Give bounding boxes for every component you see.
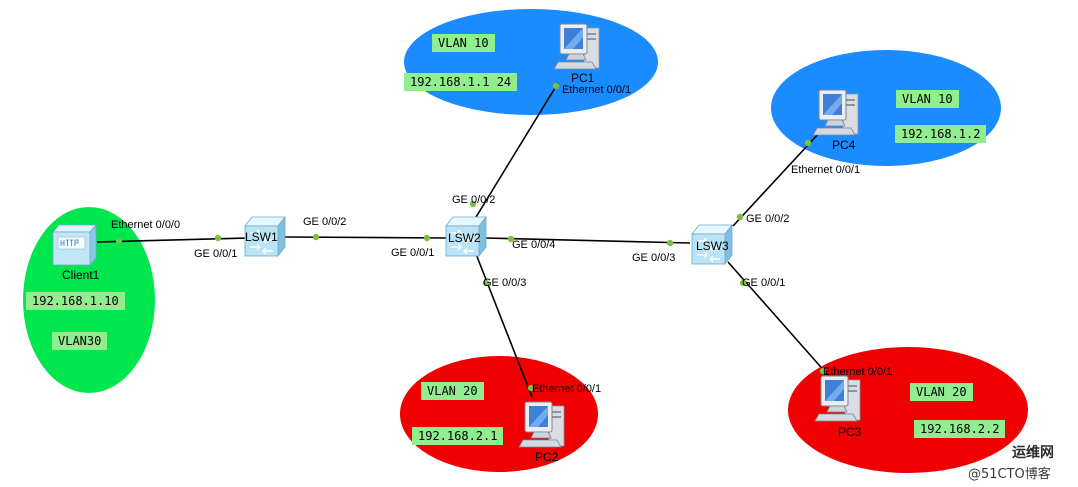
port-label-lsw1-ge2: GE 0/0/2 xyxy=(303,216,347,228)
pc4-ip-tag: 192.168.1.2 xyxy=(895,125,987,143)
port-dot-lsw2-pc2-b xyxy=(527,384,535,392)
port-dot-lsw1-lsw2-a xyxy=(312,233,320,241)
link-lsw2-pc2[interactable] xyxy=(475,253,533,398)
client1-http-client-icon[interactable] xyxy=(52,223,97,267)
pc1-label: PC1 xyxy=(571,71,595,85)
port-dot-lsw1-lsw2-b xyxy=(423,234,431,242)
pc3-label: PC3 xyxy=(838,425,862,439)
lsw3-switch-icon[interactable] xyxy=(691,223,733,266)
pc3-vlan-tag: VLAN 20 xyxy=(910,383,973,401)
pc2-pc-icon[interactable] xyxy=(518,401,565,448)
lsw1-label: LSW1 xyxy=(245,230,278,244)
pc3-ip-tag: 192.168.2.2 xyxy=(914,420,1006,438)
port-label-pc3-eth1: Ethernet 0/0/1 xyxy=(823,366,893,378)
port-label-lsw2-ge1: GE 0/0/1 xyxy=(391,247,435,259)
client1-label: Client1 xyxy=(62,268,100,282)
port-dot-lsw2-pc2-a xyxy=(482,279,490,287)
port-dot-lsw2-pc1-b xyxy=(552,82,560,90)
pc3-pc-icon[interactable] xyxy=(814,375,861,422)
pc1-zone xyxy=(404,9,658,115)
lsw3-label: LSW3 xyxy=(696,239,729,253)
port-label-lsw2-ge4: GE 0/0/4 xyxy=(512,239,556,251)
port-dot-lsw3-pc4-b xyxy=(804,139,812,147)
port-label-lsw3-ge2: GE 0/0/2 xyxy=(746,213,790,225)
port-label-client1-eth0: Ethernet 0/0/0 xyxy=(111,219,181,231)
port-dot-client1-lsw1-b xyxy=(214,234,222,242)
client1-ip-tag: 192.168.1.10 xyxy=(26,292,125,310)
watermark-blog: @51CTO博客 xyxy=(968,467,1051,482)
port-dot-lsw2-lsw3-b xyxy=(666,239,674,247)
watermark-site: 运维网 xyxy=(1012,445,1054,461)
client1-vlan-tag: VLAN30 xyxy=(52,332,108,350)
port-label-lsw3-ge1: GE 0/0/1 xyxy=(742,277,786,289)
port-dot-lsw3-pc3-a xyxy=(739,279,747,287)
lsw1-switch-icon[interactable] xyxy=(244,215,286,258)
pc1-vlan-tag: VLAN 10 xyxy=(432,34,495,52)
pc2-zone xyxy=(400,356,598,472)
link-lsw3-pc4[interactable] xyxy=(732,131,821,227)
port-label-lsw2-ge2: GE 0/0/2 xyxy=(452,194,496,206)
link-lsw2-lsw3[interactable] xyxy=(484,237,691,244)
link-lsw2-pc1[interactable] xyxy=(472,82,559,223)
pc2-ip-tag: 192.168.2.1 xyxy=(412,427,504,445)
port-label-lsw2-ge3: GE 0/0/3 xyxy=(483,277,527,289)
port-label-pc1-eth1: Ethernet 0/0/1 xyxy=(562,84,632,96)
pc4-pc-icon[interactable] xyxy=(812,89,859,136)
port-dot-lsw3-pc3-b xyxy=(819,367,827,375)
port-dot-lsw3-pc4-a xyxy=(736,213,744,221)
pc1-ip-tag: 192.168.1.1 24 xyxy=(404,73,518,91)
lsw2-label: LSW2 xyxy=(448,231,481,245)
port-label-lsw3-ge3: GE 0/0/3 xyxy=(632,252,676,264)
port-label-pc2-eth1: Ethernet 0/0/1 xyxy=(532,383,602,395)
lsw2-switch-icon[interactable] xyxy=(445,215,487,258)
port-dot-lsw2-lsw3-a xyxy=(507,235,515,243)
port-label-lsw1-ge1: GE 0/0/1 xyxy=(194,248,238,260)
pc2-label: PC2 xyxy=(535,450,559,464)
port-dot-lsw2-pc1-a xyxy=(469,200,477,208)
pc4-vlan-tag: VLAN 10 xyxy=(896,90,959,108)
port-label-pc4-eth1: Ethernet 0/0/1 xyxy=(791,164,861,176)
pc2-vlan-tag: VLAN 20 xyxy=(421,382,484,400)
port-dot-client1-lsw1-a xyxy=(115,237,123,245)
pc4-label: PC4 xyxy=(832,138,856,152)
pc1-pc-icon[interactable] xyxy=(553,23,600,70)
